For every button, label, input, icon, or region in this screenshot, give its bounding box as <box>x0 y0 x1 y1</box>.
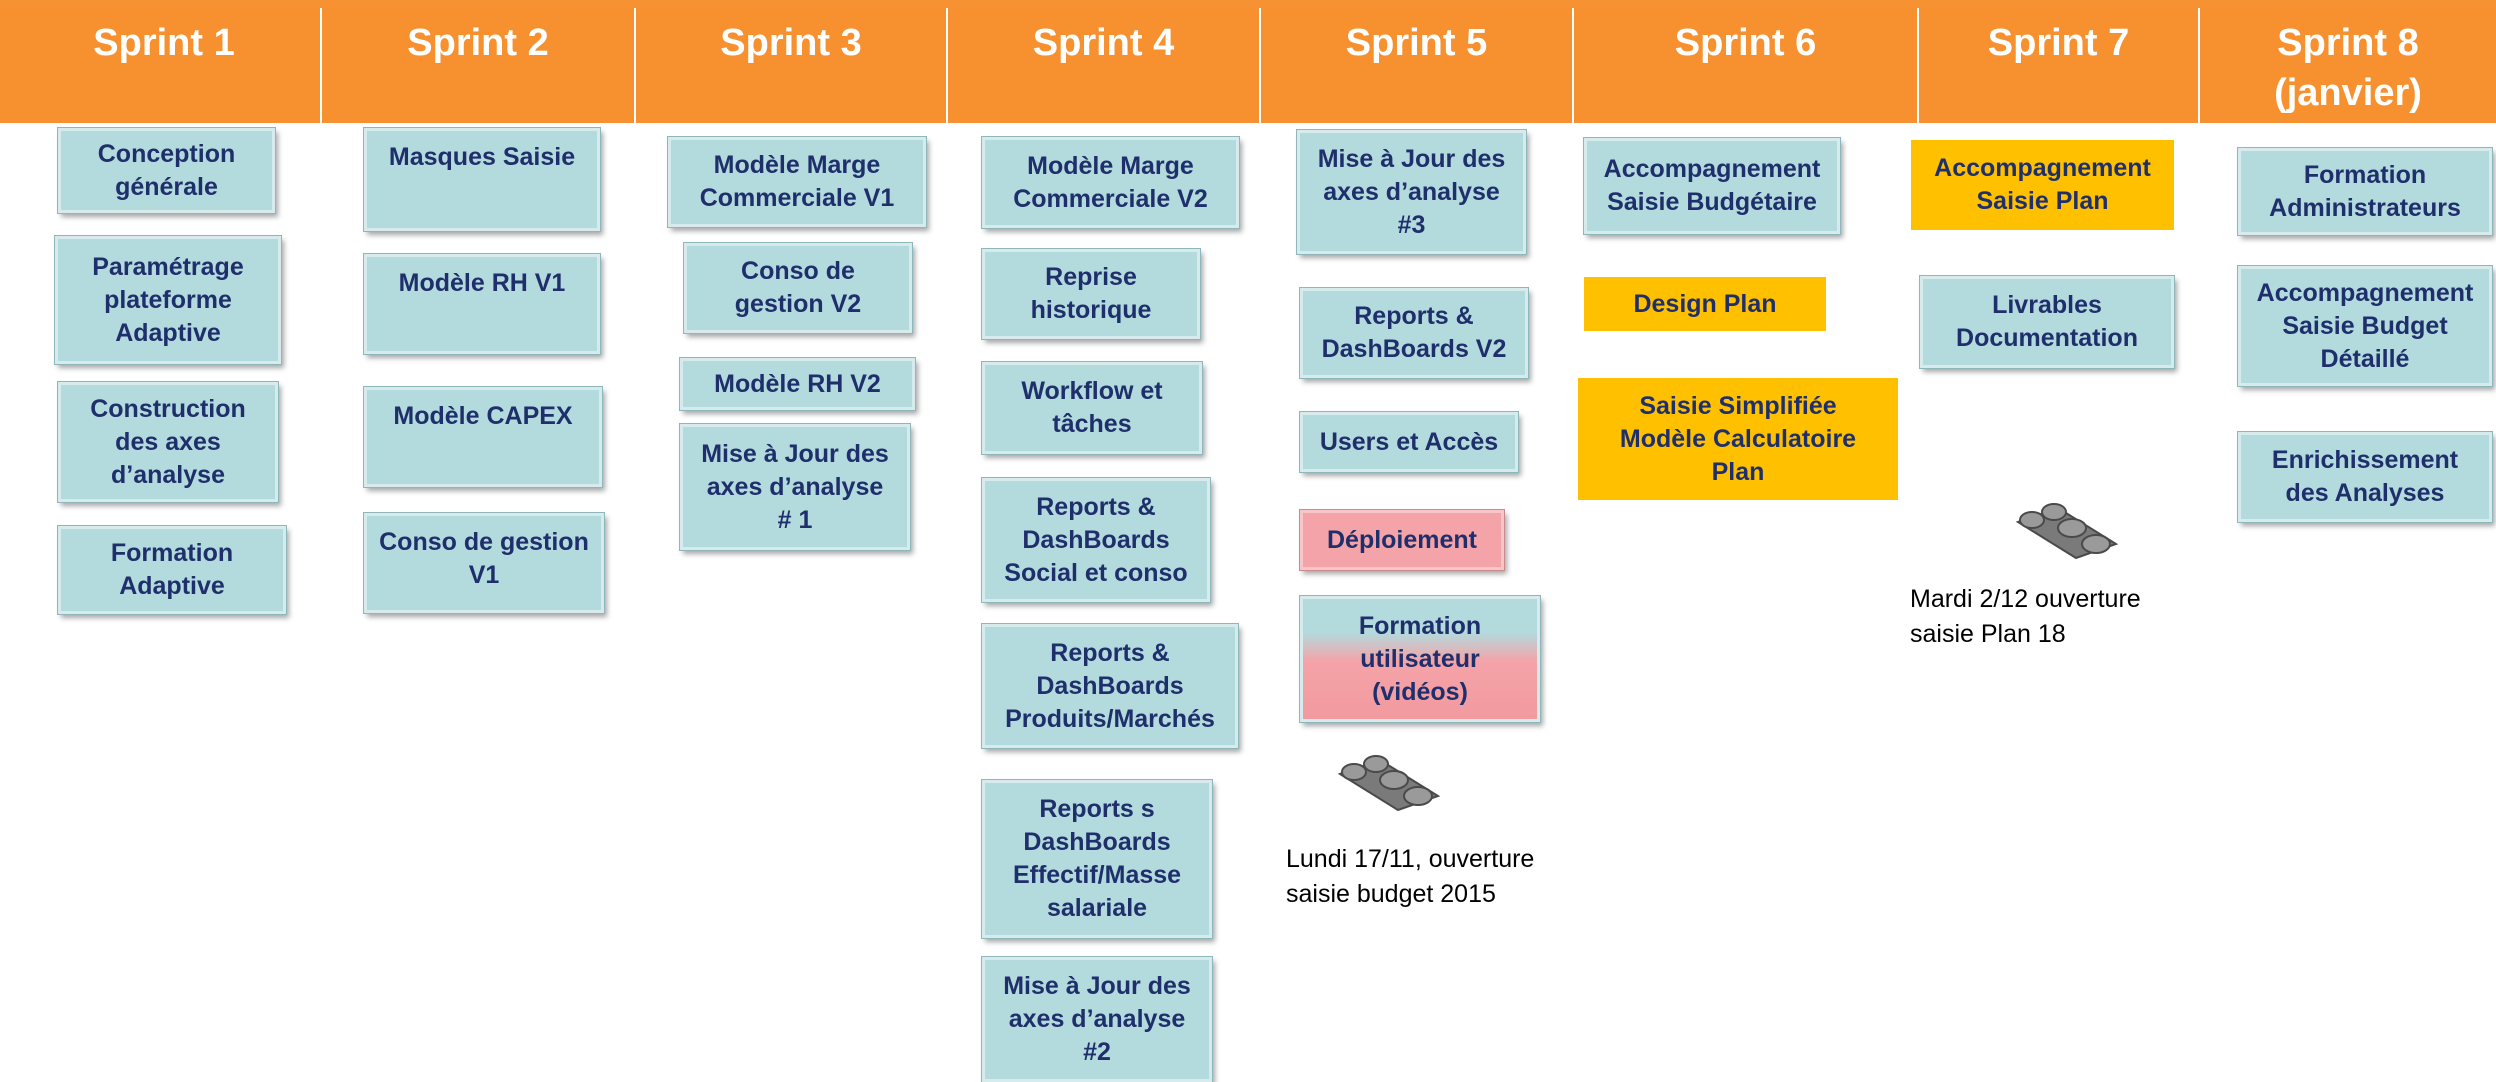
task-reports-social-conso: Reports & DashBoards Social et conso <box>981 477 1211 603</box>
sprint-2-header: Sprint 2 <box>322 8 634 123</box>
sprint-1-header: Sprint 1 <box>8 8 320 123</box>
task-reprise-historique: Reprise historique <box>981 248 1201 340</box>
task-users-acces: Users et Accès <box>1299 411 1519 473</box>
task-mise-a-jour-axes-3: Mise à Jour des axes d’analyse #3 <box>1296 129 1527 255</box>
sprint-6-title: Sprint 6 <box>1674 22 1817 64</box>
task-accompagnement-saisie-budgetaire: Accompagnement Saisie Budgétaire <box>1583 137 1841 235</box>
task-formation-utilisateur: Formation utilisateur (vidéos) <box>1299 595 1541 723</box>
film-reel-icon <box>1337 755 1441 812</box>
task-reports-dashboards-v2: Reports & DashBoards V2 <box>1299 287 1529 379</box>
task-deploiement: Déploiement <box>1299 509 1505 571</box>
task-design-plan: Design Plan <box>1584 277 1826 331</box>
sprint-8-title: Sprint 8 (janvier) <box>2274 22 2422 114</box>
sprint-1-title: Sprint 1 <box>93 22 235 64</box>
header-top-line <box>0 0 2496 8</box>
film-reel-icon <box>2015 503 2119 560</box>
sprint-4-header: Sprint 4 <box>948 8 1259 123</box>
task-modele-rh-v2: Modèle RH V2 <box>679 357 916 411</box>
task-masques-saisie: Masques Saisie <box>363 127 601 232</box>
sprint-6-header: Sprint 6 <box>1574 8 1917 123</box>
task-modele-marge-v1: Modèle Marge Commerciale V1 <box>667 136 927 228</box>
task-formation-administrateurs: Formation Administrateurs <box>2237 147 2493 236</box>
sprint-2-title: Sprint 2 <box>407 22 549 64</box>
task-parametrage-plateforme: Paramétrage plateforme Adaptive <box>54 235 282 365</box>
task-formation-adaptive: Formation Adaptive <box>57 525 287 615</box>
sprint-5-title: Sprint 5 <box>1345 22 1488 64</box>
task-workflow-taches: Workflow et tâches <box>981 361 1203 455</box>
sprint-8-header: Sprint 8 (janvier) <box>2200 8 2496 123</box>
sprint-3-title: Sprint 3 <box>720 22 862 64</box>
task-saisie-simplifiee: Saisie Simplifiée Modèle Calculatoire Pl… <box>1578 378 1898 500</box>
sprint-7-title: Sprint 7 <box>1987 22 2130 64</box>
task-conso-gestion-v1: Conso de gestion V1 <box>363 512 605 614</box>
task-mise-a-jour-axes-1: Mise à Jour des axes d’analyse # 1 <box>679 423 911 551</box>
task-modele-rh-v1: Modèle RH V1 <box>363 253 601 355</box>
task-conception-generale: Conception générale <box>57 127 276 214</box>
task-mise-a-jour-axes-2: Mise à Jour des axes d’analyse #2 <box>981 956 1213 1082</box>
task-accompagnement-saisie-budget-detaille: Accompagnement Saisie Budget Détaillé <box>2237 265 2493 387</box>
milestone-note-sprint-7: Mardi 2/12 ouverture saisie Plan 18 <box>1910 585 2141 648</box>
header-edge <box>0 8 8 123</box>
sprint-3-header: Sprint 3 <box>636 8 946 123</box>
milestone-note-sprint-5: Lundi 17/11, ouverture saisie budget 201… <box>1286 845 1535 908</box>
task-enrichissement-analyses: Enrichissement des Analyses <box>2237 431 2493 523</box>
task-accompagnement-saisie-plan: Accompagnement Saisie Plan <box>1911 140 2174 230</box>
task-construction-axes: Construction des axes d’analyse <box>57 381 279 503</box>
task-conso-gestion-v2: Conso de gestion V2 <box>683 242 913 334</box>
sprint-5-header: Sprint 5 <box>1261 8 1572 123</box>
task-modele-marge-v2: Modèle Marge Commerciale V2 <box>981 136 1240 229</box>
task-modele-capex: Modèle CAPEX <box>363 386 603 488</box>
sprint-4-title: Sprint 4 <box>1032 22 1175 64</box>
task-livrables-documentation: Livrables Documentation <box>1919 275 2175 369</box>
sprint-7-header: Sprint 7 <box>1919 8 2198 123</box>
task-reports-effectif-masse: Reports s DashBoards Effectif/Masse sala… <box>981 779 1213 939</box>
task-reports-produits-marches: Reports & DashBoards Produits/Marchés <box>981 623 1239 749</box>
